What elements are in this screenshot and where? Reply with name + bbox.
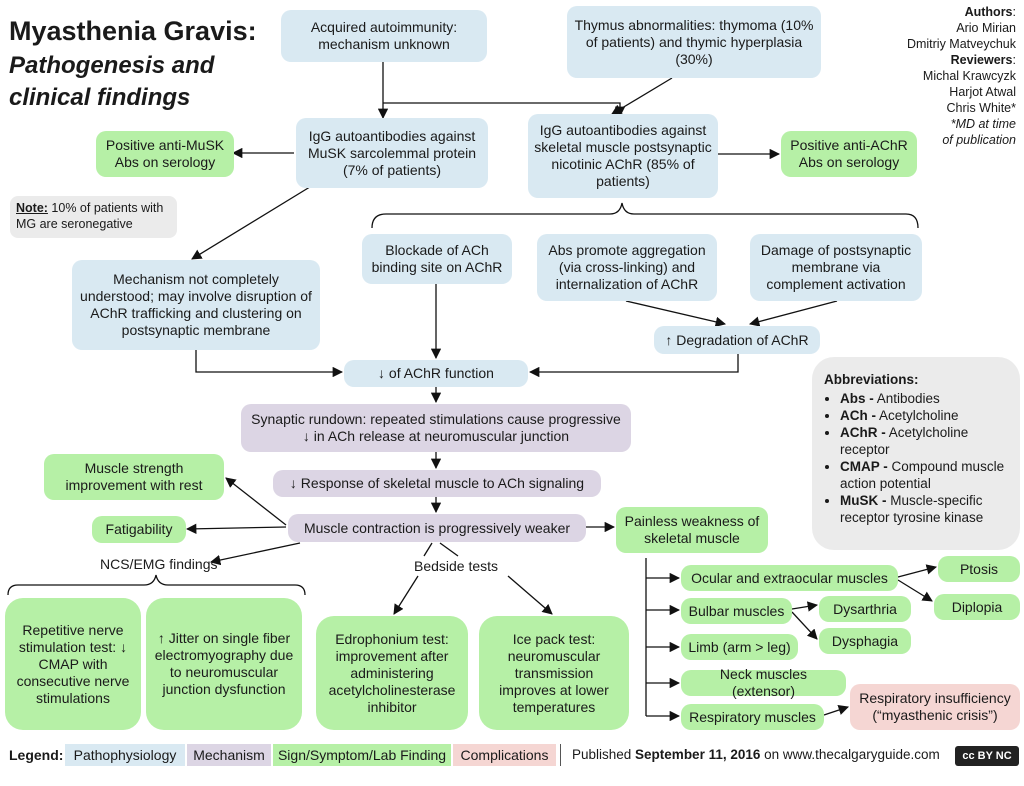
legend-item-complications: Complications bbox=[453, 744, 556, 766]
authors-block: Authors: Ario Mirian Dmitriy Matveychuk … bbox=[907, 4, 1016, 148]
node-mechanism-unknown: Mechanism not completely understood; may… bbox=[72, 260, 320, 350]
legend-item-sign-symptom: Sign/Symptom/Lab Finding bbox=[273, 744, 451, 766]
label-bedside-tests: Bedside tests bbox=[414, 558, 499, 574]
page-title: Myasthenia Gravis: bbox=[9, 16, 257, 46]
abbreviation-item: MuSK - Muscle-specific receptor tyrosine… bbox=[840, 492, 1008, 526]
abbreviations-list: Abs - Antibodies ACh - Acetylcholine ACh… bbox=[824, 390, 1008, 526]
legend-item-pathophysiology: Pathophysiology bbox=[65, 744, 185, 766]
authors-label: Authors bbox=[964, 5, 1013, 19]
author-name: Dmitriy Matveychuk bbox=[906, 37, 1016, 51]
legend-label: Legend: bbox=[9, 747, 64, 763]
abbreviation-key: ACh - bbox=[840, 408, 876, 423]
node-positive-anti-musk: Positive anti-MuSK Abs on serology bbox=[96, 131, 234, 177]
subtitle-line-1: Pathogenesis and bbox=[9, 52, 215, 79]
abbreviation-item: Abs - Antibodies bbox=[840, 390, 1008, 407]
note-text: 10% of patients with MG are seronegative bbox=[16, 201, 164, 231]
authors-colon: : bbox=[1012, 5, 1016, 19]
node-thymus-abnormalities: Thymus abnormalities: thymoma (10% of pa… bbox=[567, 6, 821, 78]
abbreviation-value: Compound muscle action potential bbox=[840, 459, 1005, 491]
node-ocular-muscles: Ocular and extraocular muscles bbox=[681, 565, 898, 591]
legend-item-mechanism: Mechanism bbox=[187, 744, 271, 766]
page-subtitle: Pathogenesis and clinical findings bbox=[9, 50, 269, 114]
node-synaptic-rundown: Synaptic rundown: repeated stimulations … bbox=[241, 404, 631, 452]
reviewers-colon: : bbox=[1012, 53, 1016, 67]
node-dysphagia: Dysphagia bbox=[819, 628, 911, 654]
note-label: Note: bbox=[16, 201, 48, 215]
node-respiratory-insufficiency: Respiratory insufficiency (“myasthenic c… bbox=[850, 684, 1020, 730]
node-edrophonium-test: Edrophonium test: improvement after admi… bbox=[316, 616, 468, 730]
reviewers-label: Reviewers bbox=[950, 53, 1013, 67]
node-ice-pack-test: Ice pack test: neuromuscular transmissio… bbox=[479, 616, 629, 730]
abbreviation-value: Acetylcholine bbox=[876, 408, 959, 423]
author-note: *MD at time bbox=[950, 117, 1016, 131]
abbreviation-key: Abs - bbox=[840, 391, 874, 406]
abbreviations-panel: Abbreviations: Abs - Antibodies ACh - Ac… bbox=[812, 357, 1020, 550]
node-muscle-contraction: Muscle contraction is progressively weak… bbox=[288, 514, 586, 542]
author-name: Ario Mirian bbox=[956, 21, 1016, 35]
node-musk-igg: IgG autoantibodies against MuSK sarcolem… bbox=[296, 118, 488, 188]
abbreviation-item: ACh - Acetylcholine bbox=[840, 407, 1008, 424]
node-neck-muscles: Neck muscles (extensor) bbox=[681, 666, 846, 699]
node-positive-anti-achr: Positive anti-AChR Abs on serology bbox=[781, 131, 917, 177]
abbreviation-value: Muscle-specific receptor tyrosine kinase bbox=[840, 493, 984, 525]
note-seronegative: Note: 10% of patients with MG are serone… bbox=[10, 196, 177, 238]
published-site: on www.thecalgaryguide.com bbox=[760, 747, 940, 762]
abbreviation-key: CMAP - bbox=[840, 459, 888, 474]
reviewer-name: Michal Krawcyzk bbox=[922, 69, 1016, 83]
abbreviation-item: CMAP - Compound muscle action potential bbox=[840, 458, 1008, 492]
abbreviation-key: MuSK - bbox=[840, 493, 887, 508]
published-date: September 11, 2016 bbox=[635, 747, 761, 762]
node-bulbar-muscles: Bulbar muscles bbox=[681, 598, 792, 624]
legend-bar: Legend: Pathophysiology Mechanism Sign/S… bbox=[0, 742, 1024, 782]
node-limb-muscles: Limb (arm > leg) bbox=[681, 634, 798, 660]
abbreviations-heading: Abbreviations: bbox=[824, 372, 919, 387]
node-fatigability: Fatigability bbox=[92, 516, 186, 543]
abbreviation-value: Antibodies bbox=[873, 391, 940, 406]
legend-divider bbox=[560, 744, 561, 766]
node-diplopia: Diplopia bbox=[934, 594, 1020, 620]
node-blockade-ach: Blockade of ACh binding site on AChR bbox=[362, 234, 512, 284]
node-aggregation: Abs promote aggregation (via cross-linki… bbox=[537, 234, 717, 301]
node-response-skeletal-muscle: ↓ Response of skeletal muscle to ACh sig… bbox=[273, 470, 601, 497]
reviewer-name: Chris White* bbox=[946, 101, 1016, 115]
node-dysarthria: Dysarthria bbox=[819, 596, 911, 622]
published-prefix: Published bbox=[572, 747, 636, 762]
author-note: of publication bbox=[942, 133, 1016, 147]
subtitle-line-2: clinical findings bbox=[9, 84, 191, 111]
published-info: Published September 11, 2016 on www.thec… bbox=[572, 744, 940, 766]
abbreviation-value: Acetylcholine receptor bbox=[840, 425, 969, 457]
node-respiratory-muscles: Respiratory muscles bbox=[681, 704, 824, 730]
node-repetitive-nerve-test: Repetitive nerve stimulation test: ↓ CMA… bbox=[5, 598, 141, 730]
node-achr-igg: IgG autoantibodies against skeletal musc… bbox=[528, 114, 718, 198]
node-jitter-emg: ↑ Jitter on single fiber electromyograph… bbox=[146, 598, 302, 730]
node-complement-damage: Damage of postsynaptic membrane via comp… bbox=[750, 234, 922, 301]
abbreviation-item: AChR - Acetylcholine receptor bbox=[840, 424, 1008, 458]
node-painless-weakness: Painless weakness of skeletal muscle bbox=[616, 507, 768, 553]
node-strength-improvement: Muscle strength improvement with rest bbox=[44, 454, 224, 500]
creative-commons-icon: cc BY NC SA bbox=[955, 746, 1019, 782]
reviewer-name: Harjot Atwal bbox=[949, 85, 1016, 99]
node-achr-function: ↓ of AChR function bbox=[344, 360, 528, 387]
node-ptosis: Ptosis bbox=[938, 556, 1020, 582]
label-ncs-emg: NCS/EMG findings bbox=[100, 556, 218, 572]
abbreviation-key: AChR - bbox=[840, 425, 886, 440]
node-degradation-achr: ↑ Degradation of AChR bbox=[654, 326, 820, 354]
node-acquired-autoimmunity: Acquired autoimmunity: mechanism unknown bbox=[281, 10, 487, 62]
